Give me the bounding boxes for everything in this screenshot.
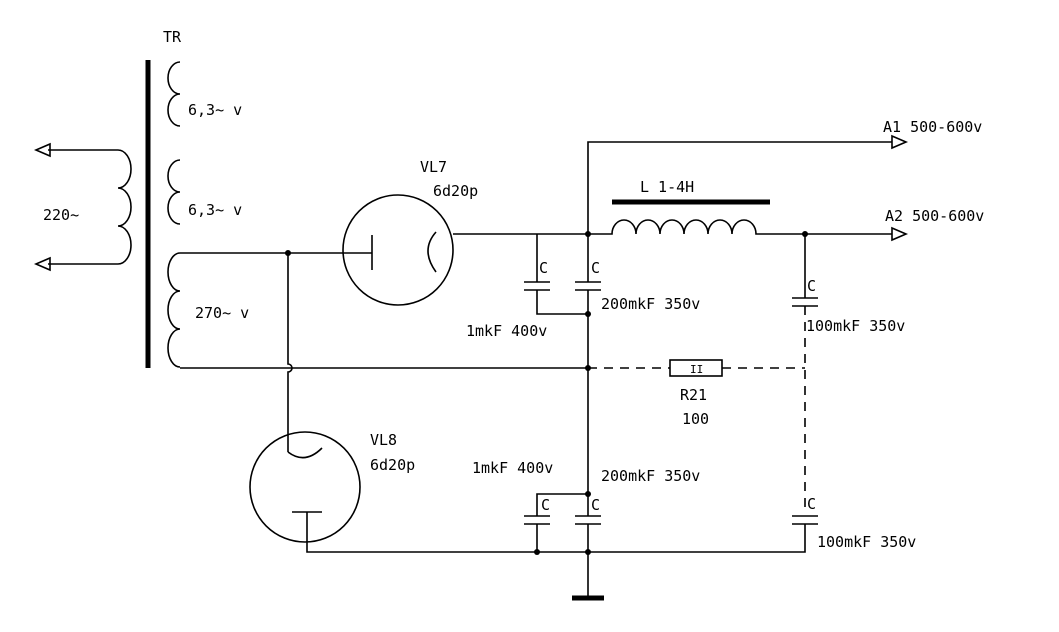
secondary-3-label: 270~ v bbox=[195, 304, 249, 322]
transformer-label: TR bbox=[163, 28, 182, 46]
r21-mark: II bbox=[690, 363, 703, 376]
c3-letter: C bbox=[807, 277, 816, 295]
r21-name: R21 bbox=[680, 386, 707, 404]
primary-arrow-bottom bbox=[33, 256, 51, 272]
a2-arrow bbox=[891, 226, 909, 242]
c3-value: 100mkF 350v bbox=[806, 317, 905, 335]
c2-letter: C bbox=[591, 259, 600, 277]
a1-label: A1 500-600v bbox=[883, 118, 982, 136]
vl8-type: 6d20p bbox=[370, 456, 415, 474]
vl8-cathode bbox=[287, 447, 323, 459]
c1-value: 1mkF 400v bbox=[466, 322, 547, 340]
primary-voltage-label: 220~ bbox=[43, 206, 79, 224]
c4-value: 1mkF 400v bbox=[472, 459, 553, 477]
junction-c1-return bbox=[585, 311, 591, 317]
vl8-name: VL8 bbox=[370, 431, 397, 449]
r21-value: 100 bbox=[682, 410, 709, 428]
vl7-type: 6d20p bbox=[433, 182, 478, 200]
c1-letter: C bbox=[539, 259, 548, 277]
vl8-anode-lead bbox=[306, 512, 588, 553]
c4-letter: C bbox=[541, 496, 550, 514]
a2-label: A2 500-600v bbox=[885, 207, 984, 225]
primary-arrow-top bbox=[33, 142, 51, 158]
c6-letter: C bbox=[807, 495, 816, 513]
c5-letter: C bbox=[591, 496, 600, 514]
c2-value: 200mkF 350v bbox=[601, 295, 700, 313]
c6-value: 100mkF 350v bbox=[817, 533, 916, 551]
secondary-2-label: 6,3~ v bbox=[188, 201, 242, 219]
secondary-winding-3 bbox=[167, 252, 181, 368]
vl8-cathode-lead bbox=[287, 253, 293, 452]
vl7-tube-envelope bbox=[342, 194, 454, 306]
choke-label: L 1-4H bbox=[640, 178, 694, 196]
primary-winding bbox=[117, 149, 132, 265]
a1-lead bbox=[587, 141, 892, 234]
choke-winding bbox=[588, 219, 892, 235]
secondary-1-label: 6,3~ v bbox=[188, 101, 242, 119]
c5-value: 200mkF 350v bbox=[601, 467, 700, 485]
secondary-winding-2 bbox=[167, 159, 181, 225]
c6-lead-ground bbox=[588, 524, 806, 553]
secondary-winding-1 bbox=[167, 61, 181, 127]
vl7-name: VL7 bbox=[420, 158, 447, 176]
junction-c4-ground bbox=[534, 549, 540, 555]
a1-arrow bbox=[891, 134, 909, 150]
c1-lead-bottom bbox=[536, 290, 588, 315]
vl7-cathode bbox=[427, 231, 437, 273]
c4-lead-top bbox=[536, 493, 588, 516]
vl8-tube-envelope bbox=[249, 431, 361, 543]
